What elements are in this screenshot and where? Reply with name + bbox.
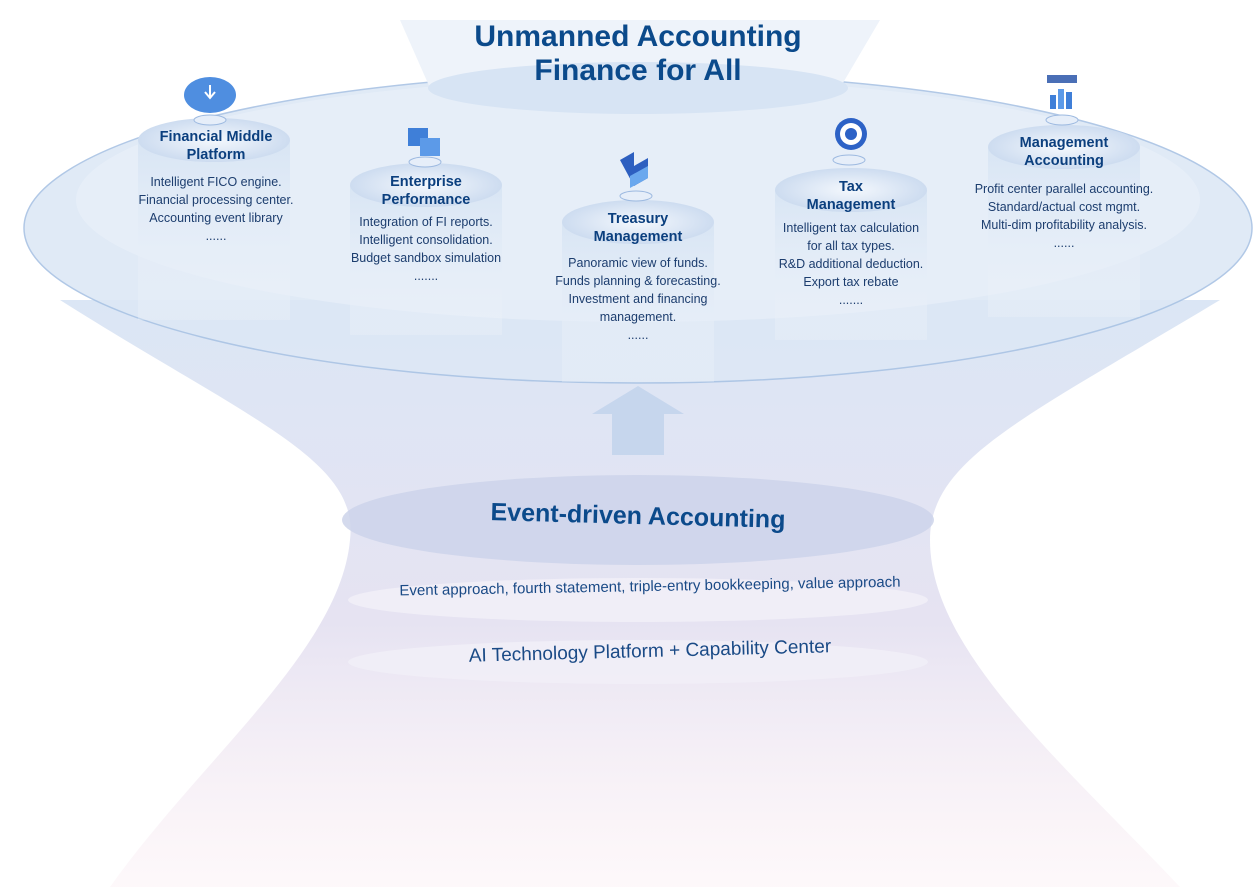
column-line: Panoramic view of funds. xyxy=(568,256,708,270)
title-line-2: Finance for All xyxy=(534,54,742,87)
column-line: Multi-dim profitability analysis. xyxy=(980,218,1148,232)
column-title: Management xyxy=(1019,135,1109,151)
cloud-download-icon xyxy=(184,77,236,126)
column-line: Standard/actual cost mgmt. xyxy=(987,200,1141,214)
column-title: Treasury xyxy=(607,211,669,227)
bar-chart-icon xyxy=(1045,75,1079,126)
column-title: Platform xyxy=(186,147,246,163)
column-title: Management xyxy=(593,229,683,245)
column-title: Management xyxy=(806,197,896,213)
column-line: Accounting event library xyxy=(149,211,283,225)
pillars xyxy=(138,118,1140,382)
core-disk xyxy=(342,475,934,565)
interlocking-blocks-icon xyxy=(619,152,653,202)
column-line: Intelligent FICO engine. xyxy=(150,175,282,189)
column-line: Intelligent consolidation. xyxy=(359,233,493,247)
column-title: Accounting xyxy=(1024,153,1104,169)
column-title: Enterprise xyxy=(390,174,462,190)
target-icon xyxy=(832,118,867,166)
column-line: for all tax types. xyxy=(807,239,895,253)
column-line: ...... xyxy=(205,229,227,243)
column-line: Integration of FI reports. xyxy=(359,215,493,229)
up-arrow-icon xyxy=(592,386,684,455)
column-line: ....... xyxy=(838,293,864,307)
column-line: Intelligent tax calculation xyxy=(782,221,920,235)
column-line: Profit center parallel accounting. xyxy=(974,182,1154,196)
cubes-icon xyxy=(408,128,442,168)
column-line: Investment and financing xyxy=(568,292,708,306)
column-title: Performance xyxy=(381,192,471,208)
column-line: Funds planning & forecasting. xyxy=(555,274,721,288)
column-line: ....... xyxy=(413,269,439,283)
title-line-1: Unmanned Accounting xyxy=(474,20,802,53)
column-line: management. xyxy=(599,310,677,324)
column-line: Budget sandbox simulation xyxy=(350,251,502,265)
column-title: Financial Middle xyxy=(159,129,273,145)
column-line: Export tax rebate xyxy=(803,275,899,289)
column-title: Tax xyxy=(839,179,863,195)
main-title: Unmanned Accounting Finance for All xyxy=(388,20,888,88)
column-line: Financial processing center. xyxy=(138,193,294,207)
column-line: ...... xyxy=(1053,236,1075,250)
column-line: ...... xyxy=(627,328,649,342)
column-line: R&D additional deduction. xyxy=(778,257,924,271)
